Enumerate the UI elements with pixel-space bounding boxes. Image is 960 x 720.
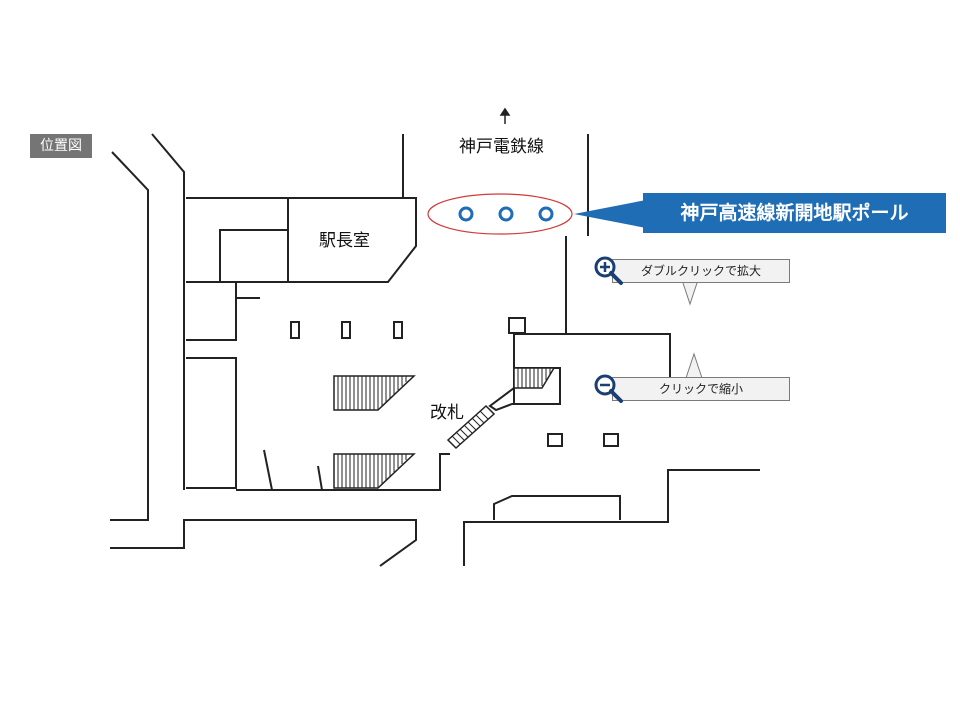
inner-step <box>235 282 260 299</box>
pole-markers <box>458 206 554 222</box>
pole-marker <box>498 206 514 222</box>
north-arrow <box>499 107 511 124</box>
hall-slash-1 <box>263 449 273 491</box>
zoom-out-icon[interactable] <box>593 373 625 405</box>
kobe-railway-label: 神戸電鉄線 <box>459 137 544 157</box>
zoom-in-hint[interactable]: ダブルクリックで拡大 <box>612 259 790 283</box>
corridor-left-2 <box>186 357 237 489</box>
hall-slash-2 <box>317 465 323 491</box>
stair-treads-right <box>517 368 551 388</box>
zoom-in-tip-tail <box>681 279 699 306</box>
corridor-left <box>186 281 237 341</box>
wall-outer-left <box>110 151 149 521</box>
location-map-tag: 位置図 <box>30 134 92 158</box>
pillar <box>393 321 403 339</box>
wall-top-block <box>186 197 289 283</box>
stair-treads-lower <box>337 454 407 488</box>
zoom-out-tip-tail <box>685 352 703 379</box>
wall-right-room <box>514 333 671 388</box>
pillar <box>341 321 351 339</box>
zoom-out-hint[interactable]: クリックで縮小 <box>612 377 790 401</box>
hall-bottom <box>236 453 450 491</box>
stair-treads-upper <box>337 376 407 410</box>
wall-bottom-left <box>110 519 417 567</box>
ramp-bottom <box>493 495 621 520</box>
pole-highlight-ellipse <box>427 193 573 235</box>
pillar-small <box>508 317 526 334</box>
stair-right-frame <box>488 367 561 412</box>
pillar <box>603 433 619 447</box>
wall-left <box>151 133 185 490</box>
station-master-room-label: 駅長室 <box>319 231 370 251</box>
inner-room <box>219 229 288 282</box>
ticket-gate-machines <box>446 404 496 450</box>
pole-callout: 神戸高速線新開地駅ポール <box>643 193 946 233</box>
pillar <box>290 321 300 339</box>
pole-marker <box>538 206 554 222</box>
pillar <box>547 433 563 447</box>
wall-bottom-mid <box>463 469 760 566</box>
callout-pointer <box>574 200 646 228</box>
zoom-in-icon[interactable] <box>593 255 625 287</box>
ticket-gate-label: 改札 <box>430 403 464 423</box>
station-master-room <box>287 197 417 283</box>
pole-marker <box>458 206 474 222</box>
